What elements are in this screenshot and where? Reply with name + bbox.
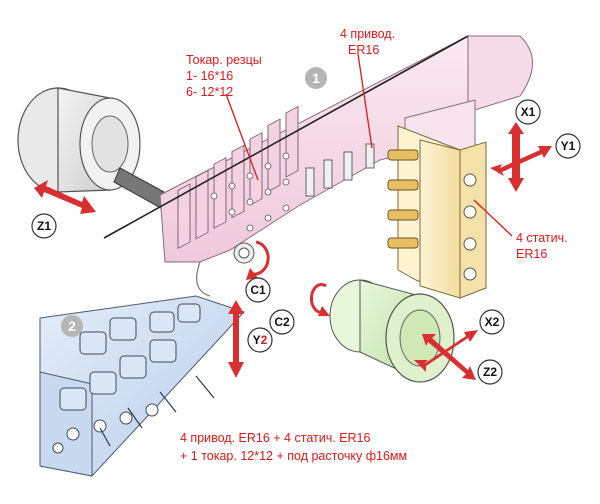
annotation-bottom-config: 4 привод. ER16 + 4 статич. ER16 + 1 тока… (180, 431, 407, 463)
annotation-turning-tools: Токар. резцы 1- 16*16 6- 12*12 (186, 53, 265, 99)
svg-text:C2: C2 (274, 315, 290, 329)
axis-label-c1: C1 (245, 277, 271, 303)
marker-1: 1 (305, 67, 327, 89)
axis-label-z2: Z2 (477, 359, 503, 385)
c1-rotation-arrow (251, 240, 270, 276)
y2-axis-arrow (228, 300, 244, 378)
axis-label-c2: C2 (269, 309, 295, 335)
svg-text:Y2: Y2 (253, 333, 268, 347)
axis-label-z1: Z1 (31, 213, 57, 239)
leader-static-right (473, 199, 513, 237)
main-spindle (17, 87, 176, 213)
svg-text:Z2: Z2 (483, 365, 497, 379)
axis-label-x2: X2 (479, 309, 505, 335)
leader-turning-tools (225, 93, 259, 181)
svg-text:Y1: Y1 (561, 139, 576, 153)
svg-text:2: 2 (68, 318, 76, 334)
sub-spindle (329, 279, 455, 383)
annotation-static-right: 4 статич. ER16 (516, 231, 571, 261)
svg-text:X2: X2 (485, 315, 500, 329)
turret-upper (103, 35, 469, 297)
axis-label-x1: X1 (515, 99, 541, 125)
x1-y1-axis-arrows (490, 122, 552, 192)
axis-label-y1: Y1 (555, 133, 581, 159)
tool-plate-2 (39, 295, 245, 477)
leader-driven-top (357, 53, 373, 149)
z1-axis-arrow (34, 180, 96, 214)
c2-rotation-arrow (310, 282, 327, 314)
svg-text:C1: C1 (250, 283, 266, 297)
axis-label-y2: Y2 (247, 327, 273, 353)
static-tool-block (387, 125, 487, 299)
svg-text:1: 1 (312, 70, 320, 86)
x2-z2-axis-arrows (414, 330, 478, 380)
svg-text:X1: X1 (521, 105, 536, 119)
annotation-driven-top: 4 привод. ER16 (340, 27, 399, 57)
svg-text:Z1: Z1 (37, 219, 51, 233)
marker-2: 2 (61, 315, 83, 337)
